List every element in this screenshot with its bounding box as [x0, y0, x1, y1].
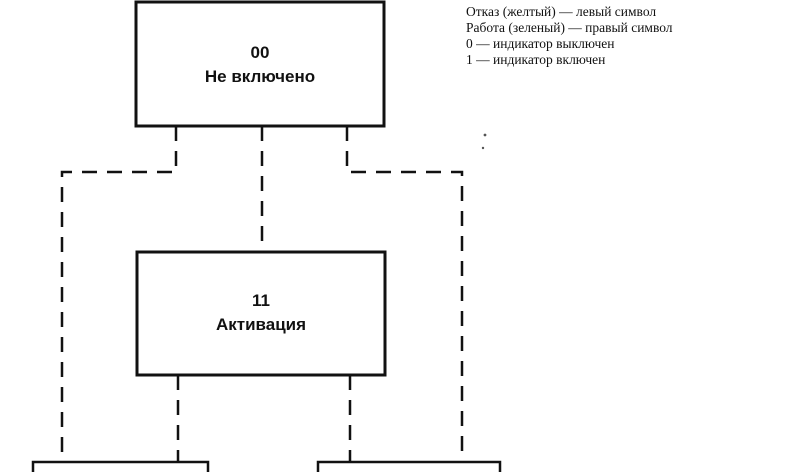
state-box-00 — [134, 0, 386, 128]
legend-item: 1 — индикатор включен — [466, 52, 606, 67]
state-name-00: Не включено — [205, 67, 315, 86]
scan-speck — [483, 133, 487, 137]
legend-item: Работа (зеленый) — правый символ — [466, 20, 673, 35]
state-code-11: 11 — [252, 291, 270, 310]
state-box-11 — [135, 250, 387, 377]
state-name-11: Активация — [216, 315, 306, 334]
state-node-00: 00 Не включено — [134, 0, 386, 128]
connector-00-right-branch — [345, 126, 464, 462]
scan-speck — [481, 146, 485, 150]
state-node-11: 11 Активация — [135, 250, 387, 377]
state-code-00: 00 — [251, 43, 270, 62]
state-box-partial-left — [31, 460, 210, 472]
connector-00-left-branch — [60, 126, 178, 462]
legend: Отказ (желтый) — левый символ Работа (зе… — [466, 4, 673, 68]
state-box-partial-right — [316, 460, 502, 472]
legend-item: Отказ (желтый) — левый символ — [466, 4, 657, 19]
legend-item: 0 — индикатор выключен — [466, 36, 615, 51]
